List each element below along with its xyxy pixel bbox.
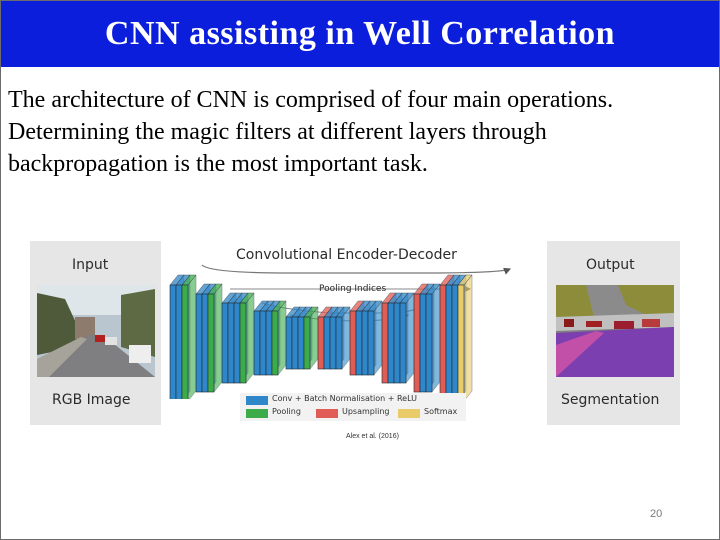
- pooling-indices-label: Pooling Indices: [319, 284, 387, 294]
- legend-upsampling-label: Upsampling: [342, 407, 390, 416]
- pooling-layer: [271, 300, 287, 376]
- street-photo-image: [37, 285, 155, 377]
- conv-layer: [367, 300, 383, 376]
- segmentation-map-image: [556, 285, 674, 377]
- slide-title: CNN assisting in Well Correlation: [104, 15, 616, 52]
- legend-upsampling-swatch: [316, 409, 338, 418]
- segmentation-caption: Segmentation: [561, 392, 660, 408]
- citation: Alex et al. (2016): [346, 433, 399, 440]
- pooling-layer: [239, 292, 255, 384]
- conv-layer: [335, 306, 351, 370]
- rgb-image-caption: RGB Image: [52, 392, 131, 408]
- legend: Conv + Batch Normalisation + ReLU Poolin…: [240, 393, 466, 421]
- legend-softmax-label: Softmax: [424, 407, 458, 416]
- pooling-layer: [303, 306, 319, 370]
- page-number: 20: [650, 508, 663, 520]
- network-title: Convolutional Encoder-Decoder: [236, 247, 457, 263]
- segnet-architecture-figure: Input RGB Image Output Segmentation Conv…: [30, 241, 680, 425]
- legend-pooling-swatch: [246, 409, 268, 418]
- pooling-layer: [207, 283, 223, 393]
- legend-conv-swatch: [246, 396, 268, 405]
- legend-conv-label: Conv + Batch Normalisation + ReLU: [272, 394, 417, 403]
- title-bar: CNN assisting in Well Correlation: [1, 1, 719, 67]
- conv-layer: [399, 292, 415, 384]
- body-line-3: backpropagation is the most important ta…: [8, 151, 428, 177]
- softmax-layer: [457, 274, 473, 399]
- input-label: Input: [72, 257, 109, 273]
- body-line-2: Determining the magic filters at differe…: [8, 119, 547, 145]
- output-label: Output: [586, 257, 635, 273]
- legend-softmax-swatch: [398, 409, 420, 418]
- pooling-layer: [181, 274, 197, 399]
- encoder-decoder-blocks: [169, 274, 473, 399]
- body-text: The architecture of CNN is comprised of …: [8, 84, 705, 180]
- legend-pooling-label: Pooling: [272, 407, 301, 416]
- conv-layer: [425, 283, 441, 393]
- body-line-1: The architecture of CNN is comprised of …: [8, 87, 614, 113]
